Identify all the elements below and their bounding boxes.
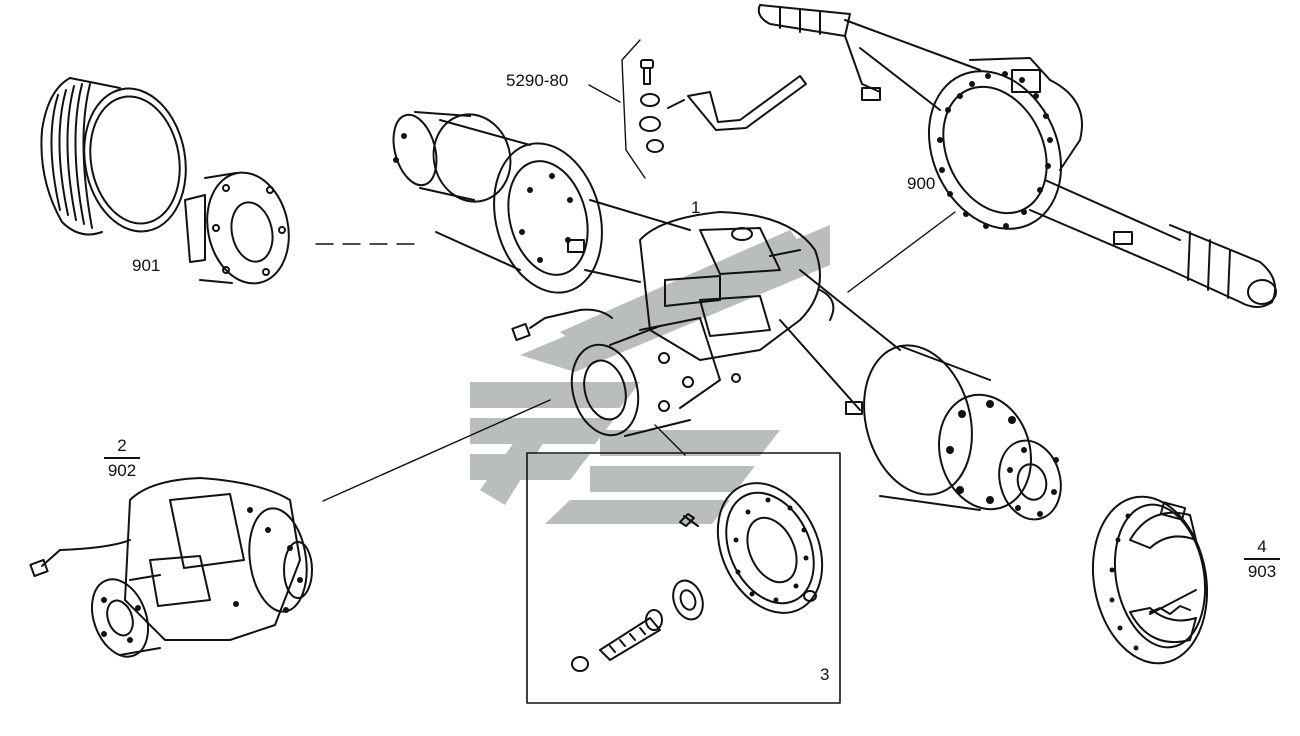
label-main-axle: 1 (691, 198, 701, 217)
fraction-bar (104, 457, 140, 459)
label-hub-drum: 901 (132, 256, 161, 275)
label-brake: 4 903 (1244, 538, 1280, 580)
differential-902 (29, 477, 313, 658)
fraction-bar (1244, 558, 1280, 560)
label-differential-top: 2 (117, 436, 127, 455)
brake-assembly-903 (1091, 495, 1209, 665)
breather-kit-5290-80 (621, 39, 807, 179)
label-brake-top: 4 (1257, 537, 1267, 556)
hub-drum-901 (40, 77, 290, 285)
label-brake-bottom: 903 (1247, 562, 1277, 581)
label-differential: 2 902 (104, 437, 140, 479)
label-axle-housing: 900 (907, 174, 936, 193)
leader-lines (315, 84, 956, 502)
watermark-logo (470, 225, 830, 524)
ring-pinion-kit-3 (526, 452, 841, 704)
label-breather-kit: 5290-80 (506, 71, 569, 90)
axle-housing-900 (757, 4, 1277, 308)
label-differential-bottom: 902 (107, 461, 137, 480)
rear-axle-assembly-1 (392, 111, 1062, 521)
label-ring-pinion-kit: 3 (820, 665, 830, 684)
